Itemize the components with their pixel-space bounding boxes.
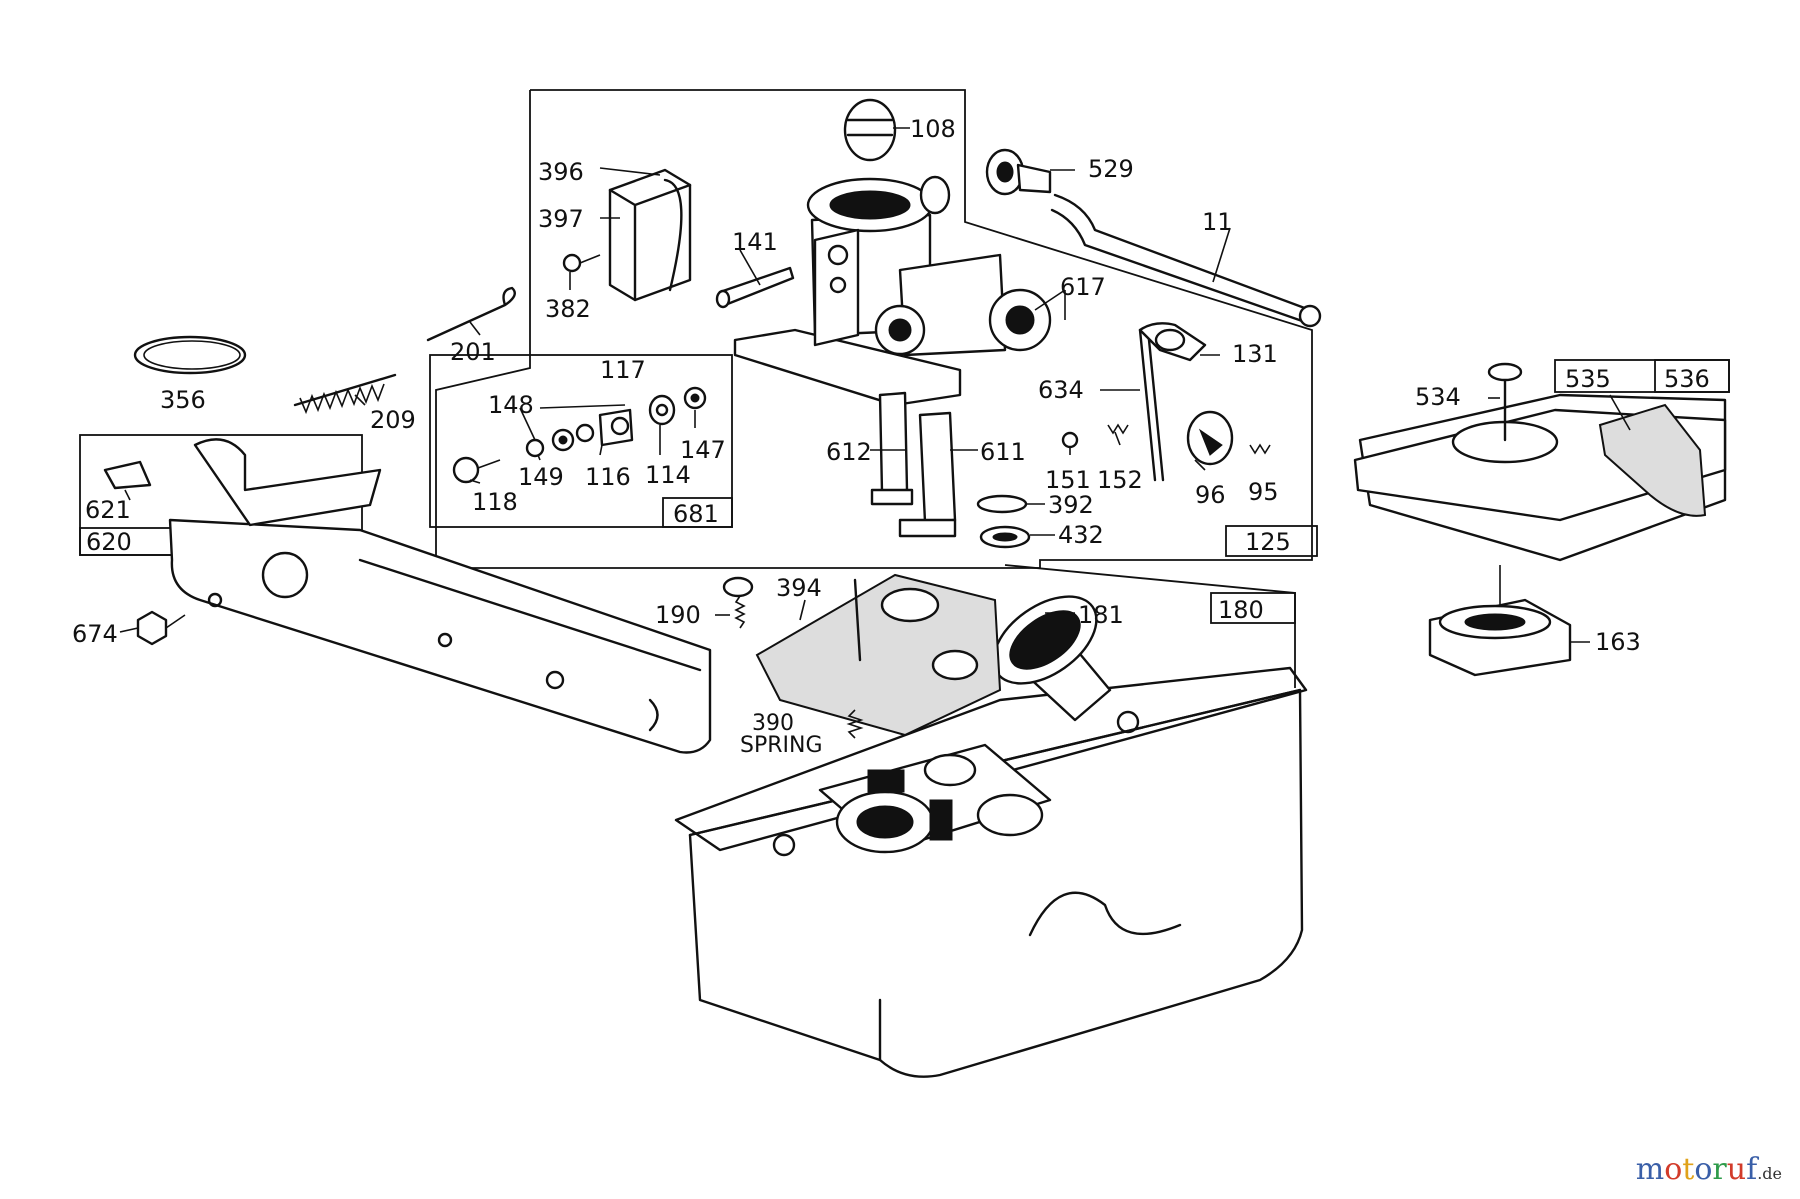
air-cleaner-base-163 — [1428, 565, 1572, 677]
label-114: 114 — [645, 461, 691, 489]
label-535: 535 — [1565, 365, 1611, 393]
spring-152 — [1107, 423, 1129, 435]
label-163: 163 — [1595, 628, 1641, 656]
label-95: 95 — [1248, 478, 1279, 506]
part-labels: 108 396 397 382 529 141 11 617 201 131 6… — [72, 115, 1710, 758]
label-141: 141 — [732, 228, 778, 256]
label-108: 108 — [910, 115, 956, 143]
label-117: 117 — [600, 356, 646, 384]
screw-151 — [1061, 431, 1079, 449]
watermark-letter: m — [1635, 1152, 1665, 1187]
label-356: 356 — [160, 386, 206, 414]
label-11: 11 — [1202, 208, 1233, 236]
throttle-valve-96 — [1186, 410, 1234, 466]
box-180-tag — [1210, 592, 1296, 624]
box-carburetor-125 — [435, 89, 1313, 569]
spring-390 — [846, 709, 864, 739]
motoruf-watermark: motoruf.de — [1636, 1152, 1782, 1187]
label-148: 148 — [488, 391, 534, 419]
watermark-letter: u — [1726, 1152, 1747, 1187]
air-cleaner — [1353, 362, 1727, 562]
label-190: 190 — [655, 601, 701, 629]
label-396: 396 — [538, 158, 584, 186]
label-681: 681 — [673, 500, 719, 528]
throttle-shaft-634 — [1138, 322, 1207, 482]
watermark-letter: t — [1682, 1152, 1695, 1187]
watermark-letter: r — [1712, 1152, 1727, 1187]
label-201: 201 — [450, 338, 496, 366]
label-spring: SPRING — [740, 733, 823, 758]
label-392: 392 — [1048, 491, 1094, 519]
watermark-letter: o — [1694, 1152, 1713, 1187]
throttle-bracket — [103, 438, 712, 754]
fuel-tank — [674, 666, 1308, 1078]
choke-plate-108 — [843, 98, 897, 162]
parts-681 — [452, 386, 707, 484]
washer-392 — [976, 494, 1028, 514]
label-397: 397 — [538, 205, 584, 233]
box-681 — [429, 354, 733, 528]
fuel-pipe-11 — [1050, 193, 1322, 328]
label-634: 634 — [1038, 376, 1084, 404]
watermark-suffix: .de — [1757, 1164, 1782, 1183]
label-617: 617 — [1060, 273, 1106, 301]
label-390: 390 — [752, 711, 794, 736]
label-96: 96 — [1195, 481, 1226, 509]
label-149: 149 — [518, 463, 564, 491]
label-131: 131 — [1232, 340, 1278, 368]
screw-190 — [722, 576, 754, 629]
label-152: 152 — [1097, 466, 1143, 494]
carburetor-body — [733, 175, 1052, 538]
label-147: 147 — [680, 436, 726, 464]
screw-674 — [136, 610, 186, 646]
box-125-tag — [1225, 525, 1318, 557]
gasket-394 — [755, 573, 1002, 737]
label-432: 432 — [1058, 521, 1104, 549]
label-611: 611 — [980, 438, 1026, 466]
label-116: 116 — [585, 463, 631, 491]
watermark-letter: f — [1746, 1152, 1758, 1187]
box-681-tag — [662, 497, 733, 528]
fitting-529 — [985, 148, 1052, 196]
spring-209 — [293, 373, 397, 415]
label-394: 394 — [776, 574, 822, 602]
watermark-letter: o — [1664, 1152, 1683, 1187]
label-151: 151 — [1045, 466, 1091, 494]
label-612: 612 — [826, 438, 872, 466]
shaft-141 — [715, 266, 795, 309]
label-209: 209 — [370, 406, 416, 434]
label-118: 118 — [472, 488, 518, 516]
screw-382 — [562, 253, 601, 273]
label-125: 125 — [1245, 528, 1291, 556]
label-620: 620 — [86, 528, 132, 556]
label-529: 529 — [1088, 155, 1134, 183]
intake-tube-181 — [992, 595, 1112, 722]
float-396-397 — [608, 168, 692, 302]
label-674: 674 — [72, 620, 118, 648]
seal-432 — [979, 525, 1031, 549]
spring-356 — [133, 335, 247, 375]
label-621: 621 — [85, 496, 131, 524]
label-180: 180 — [1218, 596, 1264, 624]
label-181: 181 — [1078, 601, 1124, 629]
label-536: 536 — [1664, 365, 1710, 393]
label-534: 534 — [1415, 383, 1461, 411]
spring-201 — [426, 286, 516, 342]
box-535 — [1554, 359, 1730, 393]
screw-95 — [1249, 443, 1271, 455]
label-382: 382 — [545, 295, 591, 323]
leader-lines — [119, 127, 1631, 643]
